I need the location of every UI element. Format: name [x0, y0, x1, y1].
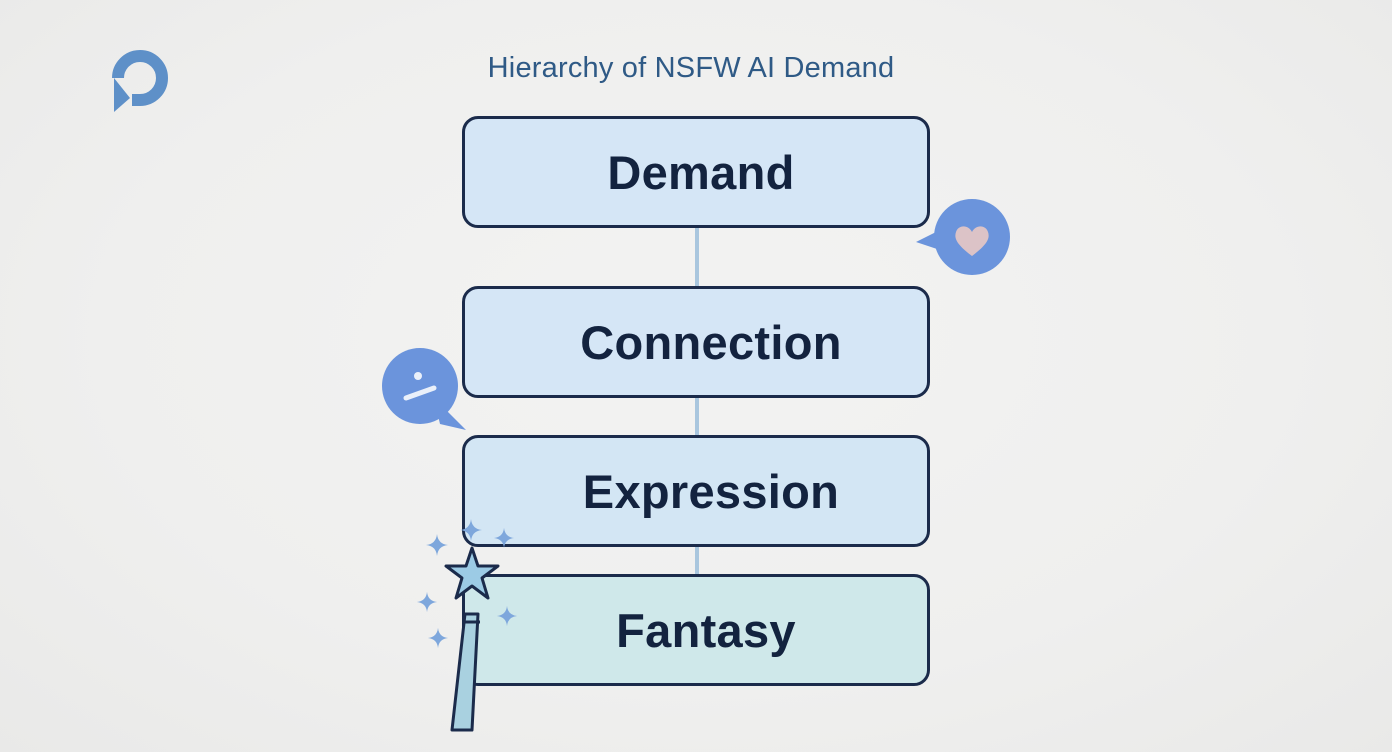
level-label: Demand	[607, 145, 795, 199]
level-label: Expression	[582, 464, 840, 518]
level-label: Fantasy	[616, 603, 796, 657]
thinking-chat-bubble-icon	[382, 348, 466, 430]
sparkle-icon	[493, 527, 515, 549]
level-box-connection: Connection	[462, 286, 930, 398]
logo-icon	[112, 50, 168, 112]
sparkle-icon	[496, 605, 518, 627]
sparkle-icon	[416, 591, 438, 613]
magic-wand-icon	[444, 546, 500, 732]
diagram-title: Hierarchy of NSFW AI Demand	[487, 52, 895, 84]
level-box-demand: Demand	[462, 116, 930, 228]
connector-line	[695, 228, 699, 286]
level-box-expression: Expression	[462, 435, 930, 547]
level-box-fantasy: Fantasy	[462, 574, 930, 686]
heart-chat-bubble-icon	[916, 199, 1010, 275]
connector-line	[695, 547, 699, 574]
sparkle-icon	[427, 627, 449, 649]
level-label: Connection	[580, 315, 842, 369]
sparkle-icon	[460, 519, 482, 541]
connector-line	[695, 398, 699, 435]
sparkle-icon	[426, 534, 448, 556]
